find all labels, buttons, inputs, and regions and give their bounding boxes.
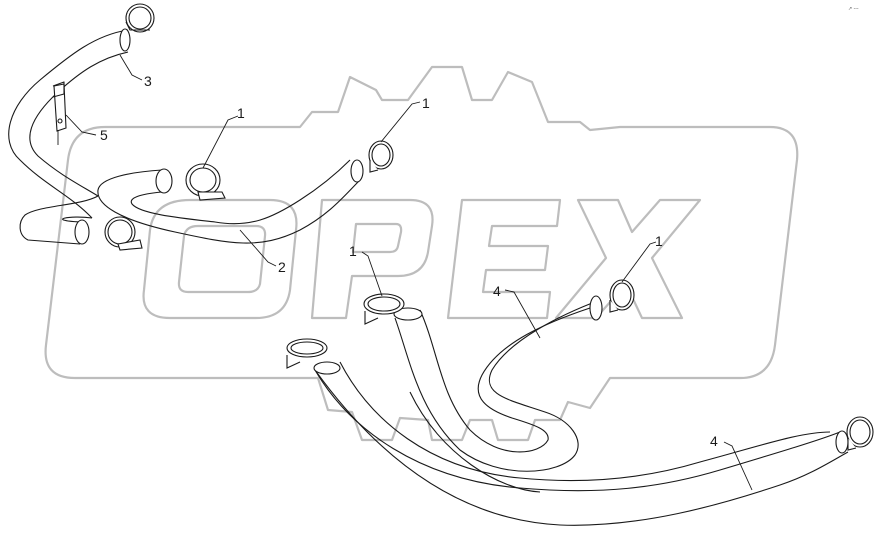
- leader-1d: [621, 241, 657, 283]
- leader-4a: [504, 289, 541, 339]
- hose-4-center: [393, 295, 603, 493]
- clamp-hose-3-lower: [104, 216, 143, 251]
- leader-lines: [65, 54, 753, 491]
- clamp-hose-2-right: [368, 140, 394, 173]
- watermark-letter-x: [554, 198, 702, 320]
- watermark-letter-e: [446, 198, 562, 320]
- callout-3: 3: [144, 73, 152, 89]
- callout-4b: 4: [710, 433, 718, 449]
- hose-3-lower-end: [19, 195, 99, 245]
- callout-numbers: 3 5 1 1 2 1 4 1 4: [100, 73, 718, 449]
- clamp-far-right: [846, 416, 874, 451]
- callout-4a: 4: [493, 283, 501, 299]
- watermark-letter-o: [142, 198, 298, 320]
- callout-1c: 1: [349, 243, 357, 259]
- hose-4-long: [313, 361, 849, 526]
- leader-1a: [202, 115, 239, 169]
- clamp-lower-right: [609, 279, 635, 313]
- clamp-lower-center: [363, 293, 405, 325]
- watermark-gear-outline: [44, 65, 799, 442]
- clamp-top-left: [125, 3, 155, 33]
- watermark-logo: [44, 65, 799, 442]
- hose-2: [97, 159, 364, 244]
- callout-2: 2: [278, 259, 286, 275]
- callout-5: 5: [100, 127, 108, 143]
- clamp-lower-left: [286, 338, 328, 369]
- leader-5: [65, 114, 97, 136]
- callout-1b: 1: [422, 95, 430, 111]
- leader-2: [239, 229, 277, 267]
- hose-3: [8, 28, 131, 219]
- corner-mark: ↗ ---: [848, 6, 859, 12]
- callout-1a: 1: [237, 105, 245, 121]
- leader-4b: [723, 441, 753, 491]
- leader-3: [119, 54, 143, 81]
- watermark-letter-p: [310, 198, 434, 320]
- bracket-5: [52, 81, 67, 145]
- clamp-hose-2-left: [185, 163, 226, 201]
- callout-1d: 1: [655, 233, 663, 249]
- leader-1c: [361, 251, 383, 297]
- leader-1b: [380, 101, 421, 143]
